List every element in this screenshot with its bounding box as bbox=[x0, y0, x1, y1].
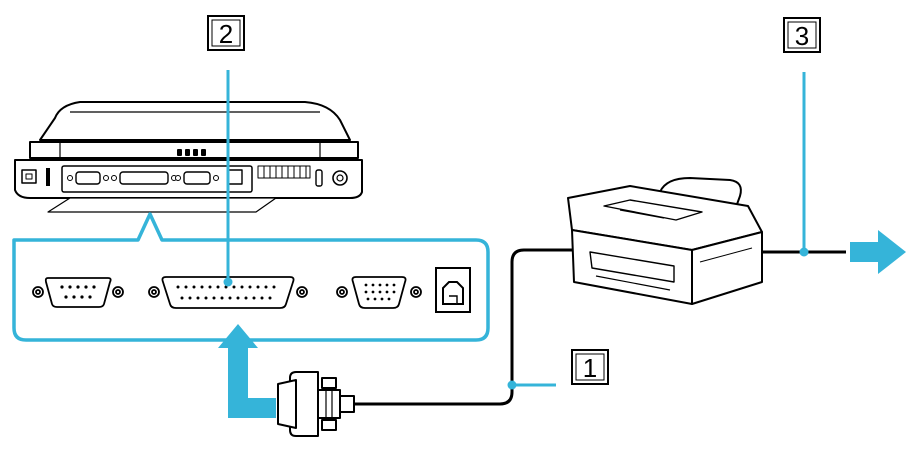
callout-label-2: 2 bbox=[219, 19, 233, 49]
printer-cable bbox=[354, 248, 580, 406]
callout-dot-1 bbox=[507, 380, 517, 390]
callout-dots bbox=[223, 247, 809, 390]
arrow-up-icon bbox=[218, 324, 276, 418]
laptop-icon bbox=[14, 101, 363, 213]
callout-box-2: 2 bbox=[207, 15, 245, 51]
callout-box-3: 3 bbox=[783, 17, 821, 53]
monitor-port-icon bbox=[336, 276, 422, 309]
callout-label-3: 3 bbox=[795, 21, 809, 51]
phone-jack-icon bbox=[435, 267, 471, 313]
parallel-connector-icon bbox=[277, 371, 355, 437]
callout-label-1: 1 bbox=[583, 353, 597, 383]
arrow-right-icon bbox=[850, 230, 906, 274]
callout-box-1: 1 bbox=[571, 349, 609, 385]
callout-dot-3 bbox=[799, 247, 809, 257]
parallel-port-icon bbox=[148, 276, 308, 309]
callout-dot-2 bbox=[223, 277, 233, 287]
printer-icon bbox=[567, 177, 763, 305]
serial-port-icon bbox=[32, 277, 124, 308]
port-zoom-panel bbox=[12, 212, 490, 342]
callout-lines bbox=[226, 70, 806, 387]
